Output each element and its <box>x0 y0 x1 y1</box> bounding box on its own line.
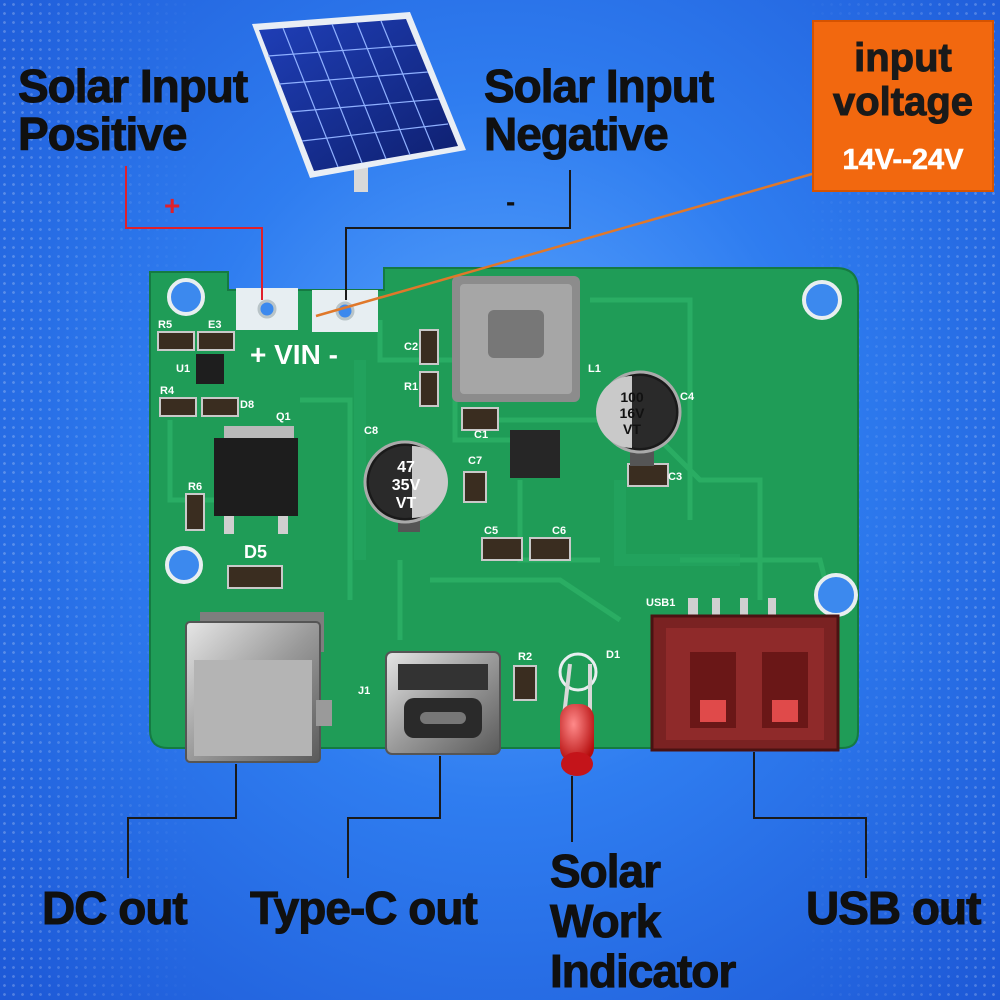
buck-ic <box>510 430 560 478</box>
typec-leader-line <box>347 756 441 878</box>
input-voltage-range: 14V--24V <box>842 144 964 177</box>
silk-r5: R5 <box>158 319 172 331</box>
silk-c2: C2 <box>404 341 418 353</box>
silk-r1: R1 <box>404 381 418 393</box>
dc-out-label: DC out <box>42 882 189 934</box>
positive-sign: + <box>164 190 181 221</box>
cap-47-brand: VT <box>396 495 417 512</box>
silk-d5: D5 <box>244 542 267 562</box>
svg-text:VT: VT <box>623 421 641 437</box>
solar-panel-illustration <box>252 12 466 192</box>
usb-a-connector <box>650 598 840 752</box>
dc-connector <box>185 612 332 763</box>
negative-leader-line <box>345 170 571 300</box>
silk-d1: D1 <box>606 649 620 661</box>
silk-c6: C6 <box>552 525 566 537</box>
cap-100-voltage: 16V <box>620 405 646 421</box>
silk-l1: L1 <box>588 363 601 375</box>
silk-c1: C1 <box>474 429 488 441</box>
silk-d8: D8 <box>240 399 254 411</box>
cap-47-value: 47 <box>397 459 415 476</box>
svg-text:16V: 16V <box>620 405 646 421</box>
cap-47-voltage: 35V <box>392 477 421 494</box>
silk-u1: U1 <box>176 363 190 375</box>
dc-leader-line <box>127 764 237 878</box>
silk-q1: Q1 <box>276 411 291 423</box>
capacitor-100uf <box>596 370 682 466</box>
typec-out-label: Type-C out <box>250 882 479 934</box>
svg-text:100: 100 <box>620 389 644 405</box>
typec-connector <box>385 651 501 755</box>
svg-text:47: 47 <box>397 459 415 476</box>
silk-c4: C4 <box>680 391 695 403</box>
silk-r4: R4 <box>160 385 175 397</box>
positive-leader-line <box>125 166 263 300</box>
silk-r2: R2 <box>518 651 532 663</box>
negative-sign: - <box>506 186 516 217</box>
silk-usb1: USB1 <box>646 597 675 609</box>
voltage-leader-line <box>315 172 813 318</box>
svg-text:VT: VT <box>396 495 417 512</box>
silk-c7: C7 <box>468 455 482 467</box>
silk-c8: C8 <box>364 425 378 437</box>
usb-out-label: USB out <box>805 882 981 934</box>
cap-100-value: 100 <box>620 389 644 405</box>
vin-silkscreen: + VIN - <box>250 339 338 370</box>
cap-100-brand: VT <box>623 421 641 437</box>
silk-c5: C5 <box>484 525 498 537</box>
pcb-board <box>149 267 859 776</box>
silk-j1: J1 <box>358 685 370 697</box>
silk-r6: R6 <box>188 481 202 493</box>
svg-text:35V: 35V <box>392 477 421 494</box>
usb-leader-line <box>753 752 867 878</box>
silk-c3: C3 <box>668 471 682 483</box>
red-led <box>558 652 598 776</box>
capacitor-47uf <box>363 440 448 532</box>
silk-e3: E3 <box>208 319 221 331</box>
